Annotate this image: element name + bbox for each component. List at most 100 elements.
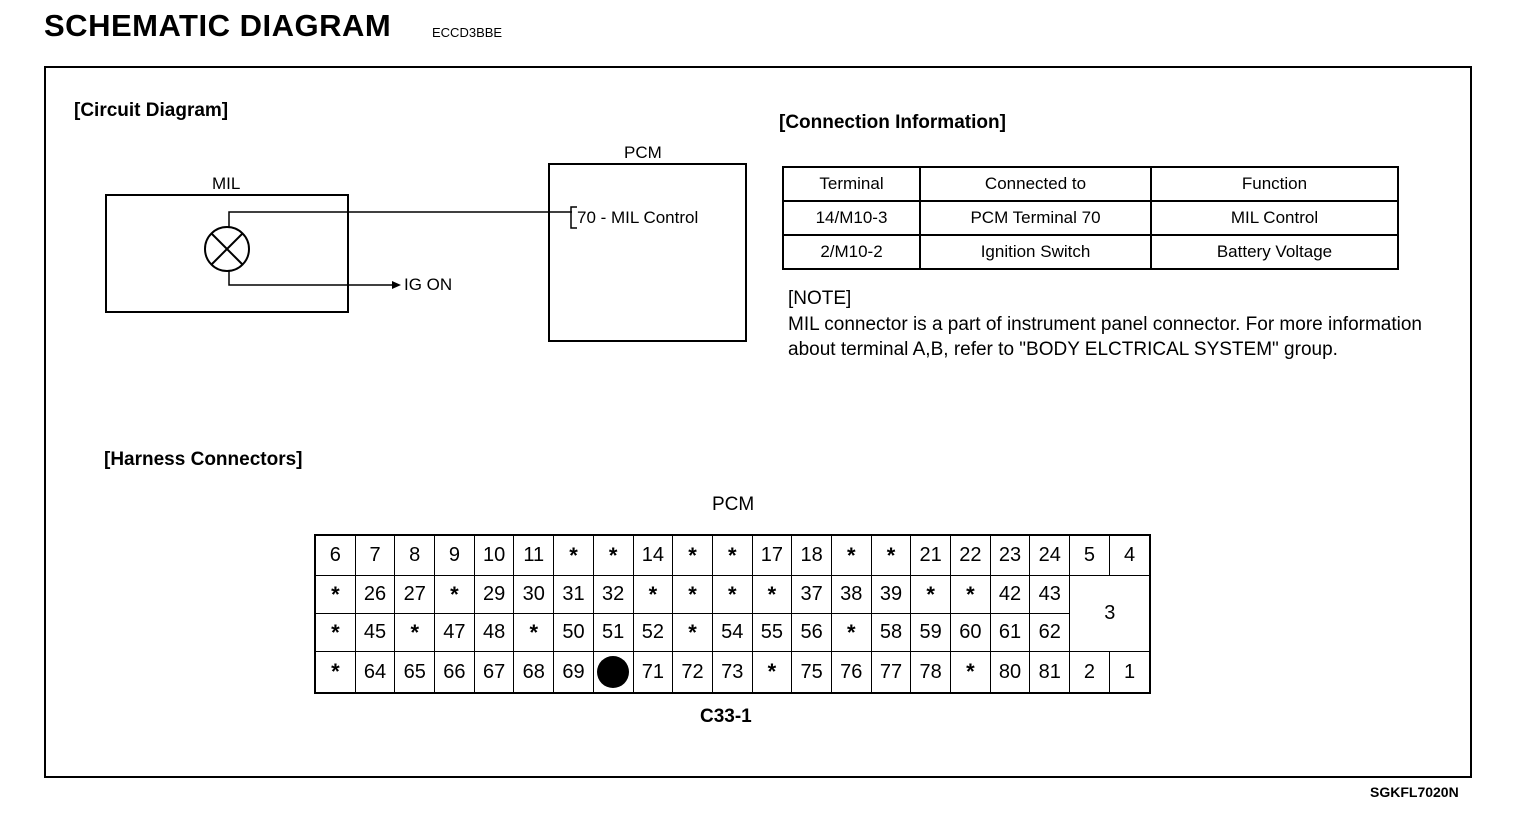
connector-pin: 4 xyxy=(1109,536,1150,576)
connector-pin: 42 xyxy=(990,576,1031,614)
mil-box xyxy=(105,194,349,313)
connector-pin-unused: * xyxy=(673,536,713,576)
connector-pin-unused: * xyxy=(871,536,912,576)
connector-pin: 50 xyxy=(554,614,594,652)
pcm-label: PCM xyxy=(624,143,662,162)
connector-pin: 24 xyxy=(1030,536,1071,576)
connector-pin-unused: * xyxy=(593,536,634,576)
note-text: MIL connector is a part of instrument pa… xyxy=(788,313,1422,361)
figure-code: SGKFL7020N xyxy=(1370,784,1459,800)
connection-table: Terminal Connected to Function 14/M10-3 … xyxy=(782,166,1399,270)
table-header-row: Terminal Connected to Function xyxy=(782,166,1399,202)
connector-pin-unused: * xyxy=(951,652,991,692)
connector-pin: 31 xyxy=(554,576,594,614)
connector-pin: 72 xyxy=(673,652,713,692)
connector-pin: 6 xyxy=(316,536,356,576)
circuit-diagram-label: [Circuit Diagram] xyxy=(74,100,229,121)
connector-pin-unused: * xyxy=(633,576,674,614)
connector-pin: 56 xyxy=(792,614,832,652)
table-cell: PCM Terminal 70 xyxy=(919,200,1152,236)
connector-pin-unused: * xyxy=(435,576,475,614)
ig-on-wire xyxy=(228,271,392,286)
table-cell: 14/M10-3 xyxy=(782,200,921,236)
connector-pin: 75 xyxy=(792,652,832,692)
connector-pin: 55 xyxy=(752,614,793,652)
pcm-terminal-bracket xyxy=(570,206,577,229)
connector-pin: 11 xyxy=(514,536,555,576)
connector-pin: 9 xyxy=(435,536,475,576)
connector-pin: 26 xyxy=(355,576,396,614)
connector-pin: 65 xyxy=(395,652,436,692)
note-heading: [NOTE] xyxy=(788,288,852,309)
connector-pin-unused: * xyxy=(712,536,753,576)
table-row: 2/M10-2 Ignition Switch Battery Voltage xyxy=(782,234,1399,270)
connector-pin-highlighted xyxy=(594,652,634,692)
connector-pin: 68 xyxy=(514,652,555,692)
table-cell: Ignition Switch xyxy=(919,234,1152,270)
connector-pin-unused: * xyxy=(753,652,793,692)
connector-pin: 67 xyxy=(475,652,515,692)
mil-label: MIL xyxy=(212,174,241,193)
connector-pin: 80 xyxy=(991,652,1031,692)
connector-pin: 60 xyxy=(951,614,991,652)
connector-pin-unused: * xyxy=(911,576,951,614)
pcm-terminal-label: 70 - MIL Control xyxy=(577,208,699,227)
connector-pin-unused: * xyxy=(395,614,436,652)
connector-pin: 7 xyxy=(355,536,396,576)
connector-pin-unused: * xyxy=(316,576,356,614)
connector-pin: 47 xyxy=(435,614,475,652)
connector-pin-large: 3 xyxy=(1070,576,1150,652)
page-title: SCHEMATIC DIAGRAM xyxy=(44,8,392,43)
connector-title: PCM xyxy=(712,494,755,515)
connector-pin-unused: * xyxy=(673,614,713,652)
connector-pin: 81 xyxy=(1030,652,1071,692)
connector-pin: 71 xyxy=(634,652,674,692)
connector-pin: 21 xyxy=(911,536,951,576)
connector-pin: 5 xyxy=(1070,536,1110,576)
connector-pin: 2 xyxy=(1070,652,1110,692)
column-header: Connected to xyxy=(919,166,1152,202)
connector-pin: 39 xyxy=(871,576,912,614)
connector-pin-unused: * xyxy=(831,536,872,576)
connector-pin: 37 xyxy=(792,576,832,614)
connector-pin: 8 xyxy=(395,536,436,576)
connector-pin-unused: * xyxy=(673,576,713,614)
ig-on-label: IG ON xyxy=(404,275,453,294)
mil-control-wire xyxy=(228,211,572,227)
connector-pin: 64 xyxy=(356,652,396,692)
pcm-box xyxy=(548,163,747,342)
connector-pin: 61 xyxy=(990,614,1031,652)
connector-pin: 29 xyxy=(474,576,515,614)
connector-pin: 1 xyxy=(1124,660,1136,683)
ig-on-arrow-icon xyxy=(392,281,401,289)
harness-connectors-label: [Harness Connectors] xyxy=(104,449,303,470)
connector-pin: 14 xyxy=(633,536,674,576)
connector-pin-unused: * xyxy=(951,576,991,614)
connector-pin-unused: * xyxy=(831,614,872,652)
connector-pin: 18 xyxy=(792,536,832,576)
connector-name: C33-1 xyxy=(700,706,752,727)
column-header: Function xyxy=(1150,166,1399,202)
connector-pin: 32 xyxy=(593,576,634,614)
connector-pin: 73 xyxy=(713,652,753,692)
connector-pin: 48 xyxy=(474,614,515,652)
connector-pin-unused: * xyxy=(712,576,753,614)
connector-pin: 23 xyxy=(990,536,1031,576)
connector-pin: 78 xyxy=(911,652,951,692)
table-row: 14/M10-3 PCM Terminal 70 MIL Control xyxy=(782,200,1399,236)
connector-pin-unused: * xyxy=(752,576,793,614)
note-block: [NOTE] MIL connector is a part of instru… xyxy=(788,286,1428,363)
connector-pin: 52 xyxy=(633,614,674,652)
connector-pin: 17 xyxy=(752,536,793,576)
connection-information-label: [Connection Information] xyxy=(779,112,1006,133)
connector-pin-unused: * xyxy=(316,652,356,692)
connector-pin: 27 xyxy=(395,576,436,614)
connector-pin: 69 xyxy=(554,652,594,692)
lamp-icon xyxy=(204,226,250,272)
diagram-frame xyxy=(44,66,1472,778)
column-header: Terminal xyxy=(782,166,921,202)
table-cell: MIL Control xyxy=(1150,200,1399,236)
connector-pin: 76 xyxy=(832,652,872,692)
